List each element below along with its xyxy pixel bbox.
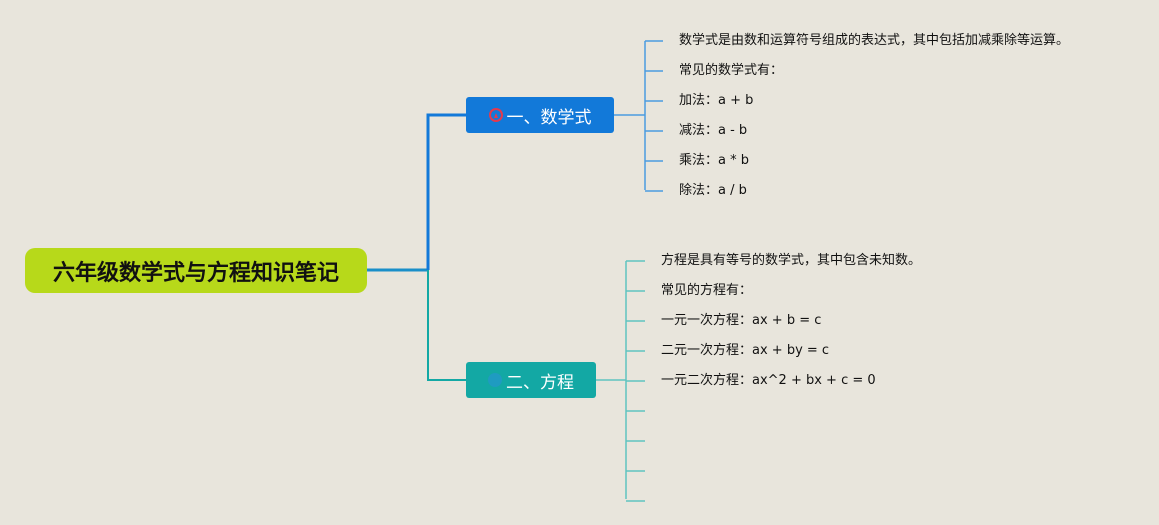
connector-branch-2	[427, 270, 466, 381]
connector-branch-1	[426, 113, 466, 270]
leaf-topic[interactable]: 常见的数学式有：	[679, 63, 784, 78]
leaf-topic[interactable]: 除法：a / b	[679, 183, 747, 198]
branch-1-leaf-ticks	[645, 40, 663, 192]
warning-circle-icon	[488, 108, 503, 122]
leaf-topic[interactable]: 加法：a + b	[679, 93, 754, 108]
leaf-topic[interactable]: 一元二次方程：ax^2 + bx + c = 0	[661, 373, 876, 388]
branch-2-leaf-ticks	[626, 260, 645, 502]
leaf-topic[interactable]: 二元一次方程：ax + by = c	[661, 343, 830, 358]
leaf-topic[interactable]: 一元一次方程：ax + b = c	[661, 313, 822, 328]
leaf-topic[interactable]: 常见的方程有：	[661, 283, 753, 298]
branch-topic-2-label: 二、方程	[506, 372, 574, 393]
branch-topic-2[interactable]: 二、方程	[466, 362, 596, 398]
leaf-topic[interactable]: 减法：a - b	[679, 123, 748, 138]
branch-topic-1[interactable]: 一、数学式	[466, 97, 614, 133]
root-topic-label: 六年级数学式与方程知识笔记	[52, 260, 339, 286]
leaf-topic[interactable]: 数学式是由数和运算符号组成的表达式，其中包括加减乘除等运算。	[679, 33, 1070, 48]
branch-topic-1-label: 一、数学式	[506, 107, 592, 128]
root-topic[interactable]: 六年级数学式与方程知识笔记	[25, 248, 367, 293]
leaf-topic[interactable]: 乘法：a * b	[679, 153, 749, 168]
circle-icon	[488, 373, 502, 387]
leaf-topic[interactable]: 方程是具有等号的数学式，其中包含未知数。	[661, 253, 922, 268]
